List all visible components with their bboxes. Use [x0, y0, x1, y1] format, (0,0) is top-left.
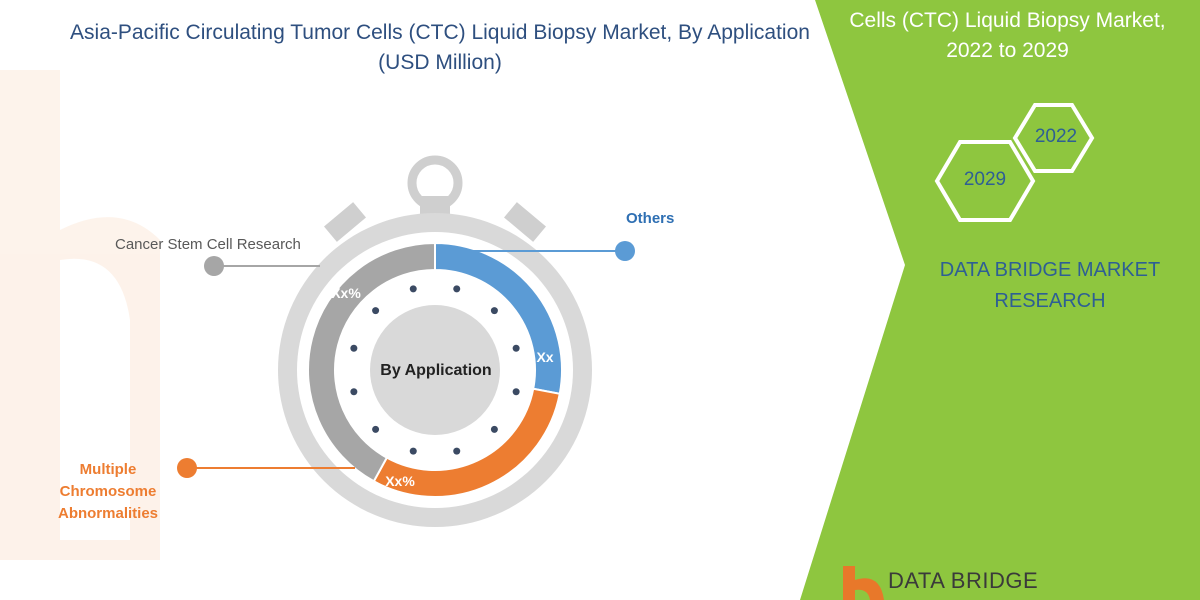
- center-label: By Application: [380, 362, 491, 379]
- green-side-panel: [800, 0, 1200, 600]
- side-panel-title: Cells (CTC) Liquid Biopsy Market, 2022 t…: [815, 6, 1200, 66]
- callout-label-multiple-chromosome: Multiple Chromosome Abnormalities: [57, 461, 159, 522]
- ring-segment-cancer-stem: [307, 241, 436, 483]
- side-panel-title-line2: 2022 to 2029: [946, 39, 1069, 62]
- footer-logo-mark: [843, 566, 884, 600]
- callout-label-others: Others: [626, 210, 675, 227]
- side-panel-title-line1: Cells (CTC) Liquid Biopsy Market,: [849, 9, 1166, 32]
- dial-dot: [409, 447, 417, 455]
- dial-dot: [350, 344, 358, 352]
- brand-line2: RESEARCH: [994, 290, 1106, 312]
- dial-dot: [453, 447, 461, 455]
- callout-dot-cancer-stem: [204, 256, 224, 276]
- watermark-logo: [0, 70, 160, 560]
- year-2022-label: 2022: [1034, 126, 1078, 147]
- dial-dot: [490, 425, 498, 433]
- segment-label-multiple-chromosome: Xx%: [385, 473, 415, 489]
- chart-title: Asia-Pacific Circulating Tumor Cells (CT…: [70, 21, 810, 74]
- dial-dot: [453, 285, 461, 293]
- brand-text: DATA BRIDGE MARKET RESEARCH: [905, 255, 1195, 317]
- dial-dot: [372, 425, 380, 433]
- footer-logo-text: DATA BRIDGE: [888, 568, 1039, 593]
- application-ring: [307, 241, 563, 498]
- hexagon-2022-icon: [1012, 103, 1095, 173]
- dial-dot: [409, 285, 417, 293]
- brand-line1: DATA BRIDGE MARKET: [939, 259, 1161, 281]
- segment-label-others: Xx: [536, 349, 553, 365]
- segment-label-cancer-stem: Xx%: [331, 285, 361, 301]
- dial-dot: [350, 388, 358, 396]
- dial-dot: [372, 307, 380, 315]
- dial-dots: [350, 285, 520, 455]
- dial-dot: [512, 344, 520, 352]
- dial-dot: [490, 307, 498, 315]
- year-2029-label: 2029: [963, 169, 1007, 190]
- hexagon-2029-icon: [934, 140, 1036, 222]
- dial-dot: [512, 388, 520, 396]
- callout-label-cancer-stem: Cancer Stem Cell Research: [115, 236, 301, 253]
- callout-dot-multiple-chromosome: [177, 458, 197, 478]
- callout-dot-others: [615, 241, 635, 261]
